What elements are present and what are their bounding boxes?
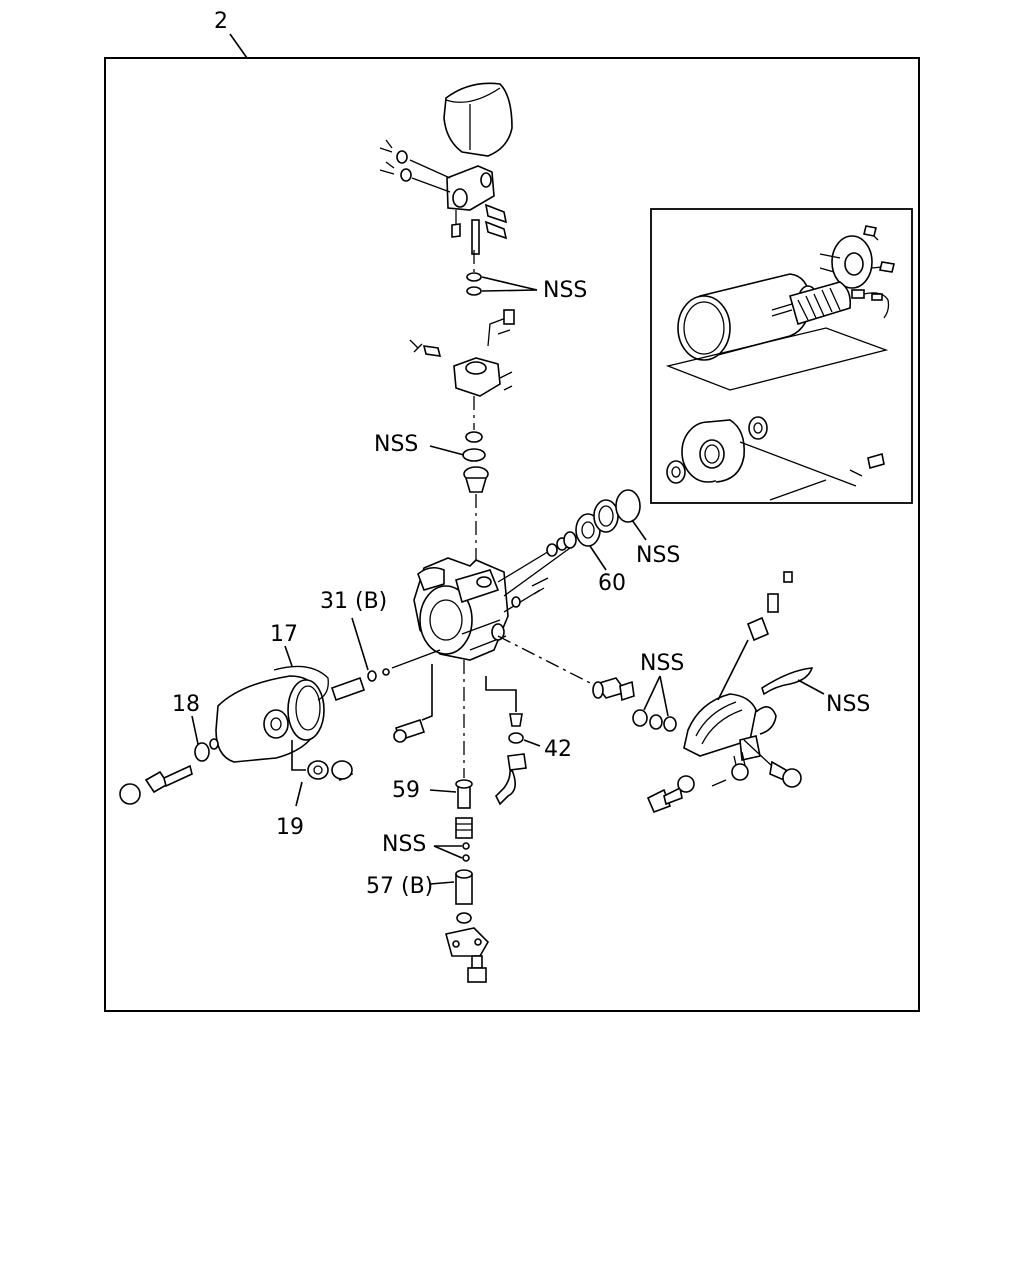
top-washers <box>466 272 538 296</box>
part-label-59: 59 <box>392 778 420 803</box>
part-label-42: 42 <box>544 737 572 762</box>
part-label-18: 18 <box>172 692 200 717</box>
pump-housing <box>413 557 509 661</box>
sensor-washers <box>632 709 677 732</box>
nss-callout-mid: NSS <box>374 432 418 457</box>
top-small-pins <box>379 139 451 193</box>
top-bolts <box>451 203 508 255</box>
part-label-17: 17 <box>270 622 298 647</box>
bottom-bolt <box>467 955 487 983</box>
part-label-31b: 31 (B) <box>320 589 387 614</box>
nss-callout-right: NSS <box>640 651 684 676</box>
nss-callout-bearing: NSS <box>636 543 680 568</box>
nss-callout-bottom: NSS <box>382 832 426 857</box>
nss-callout-top: NSS <box>543 278 587 303</box>
inset-detail-frame <box>650 208 913 504</box>
motor-cover-can <box>209 675 325 763</box>
washer-18 <box>194 742 210 762</box>
bottom-flange <box>445 927 489 957</box>
upper-fitting-right <box>746 571 793 642</box>
left-bolts <box>119 764 193 805</box>
part-label-19: 19 <box>276 815 304 840</box>
upper-housing-block <box>409 309 515 397</box>
pin-59 <box>455 779 473 809</box>
motor-yoke <box>677 273 819 361</box>
lever-bolts <box>646 739 802 814</box>
nozzle-cap <box>455 817 473 839</box>
sensor-plug <box>592 677 635 702</box>
check-valve-57b <box>455 869 473 905</box>
washer-19 <box>307 760 329 780</box>
upper-oring <box>465 431 483 443</box>
lever-bracket <box>683 693 777 781</box>
motor-armature <box>771 281 890 326</box>
bearing-stack <box>563 489 641 549</box>
top-bracket <box>446 165 495 211</box>
pump-shaft-ports <box>497 535 575 613</box>
top-cover-cap <box>443 82 513 157</box>
part-label-57b: 57 (B) <box>366 874 433 899</box>
assembly-frame <box>104 57 920 1012</box>
motor-end-cover <box>819 225 895 297</box>
nss-callout-lever: NSS <box>826 692 870 717</box>
part-label-60: 60 <box>598 571 626 596</box>
motor-end-frame <box>666 416 768 484</box>
through-bolt-31b <box>330 649 441 702</box>
assembly-number: 2 <box>214 9 228 34</box>
upper-seal <box>462 448 486 462</box>
elbow-fitting <box>495 753 527 806</box>
lever-spring-strip <box>761 667 814 696</box>
